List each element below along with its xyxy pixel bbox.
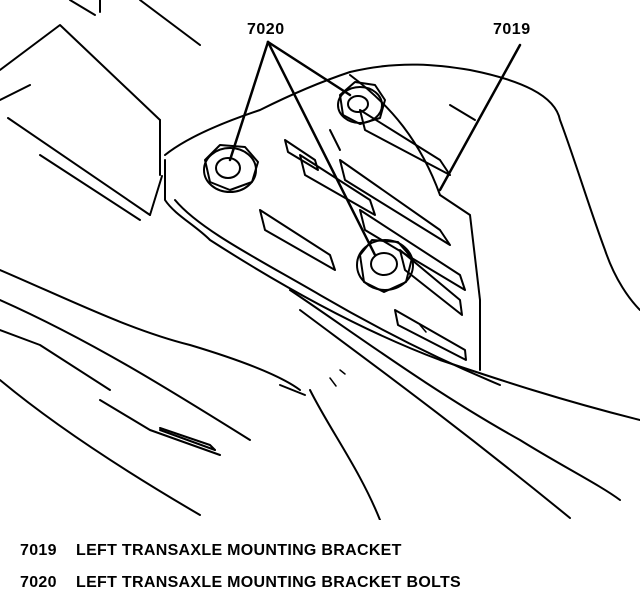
legend-item-7019: 7019 LEFT TRANSAXLE MOUNTING BRACKET — [20, 543, 620, 559]
transaxle-housing — [0, 269, 381, 520]
legend-item-7020: 7020 LEFT TRANSAXLE MOUNTING BRACKET BOLT… — [20, 575, 620, 591]
frame-rail — [0, 0, 201, 221]
callout-7019: 7019 — [493, 21, 531, 38]
bolt-left — [203, 144, 259, 193]
mounting-bracket — [164, 63, 640, 519]
texture-marks — [329, 324, 427, 387]
bracket-slots — [259, 109, 467, 361]
legend-code: 7019 — [20, 542, 57, 559]
callout-7020: 7020 — [247, 21, 285, 38]
legend-text: LEFT TRANSAXLE MOUNTING BRACKET — [76, 542, 402, 559]
bolt-lower — [356, 239, 414, 293]
leader-lines — [228, 40, 522, 257]
legend-code: 7020 — [20, 574, 57, 591]
bolt-upper-right — [337, 81, 386, 125]
bracket-illustration — [0, 0, 640, 520]
legend-text: LEFT TRANSAXLE MOUNTING BRACKET BOLTS — [76, 574, 462, 591]
